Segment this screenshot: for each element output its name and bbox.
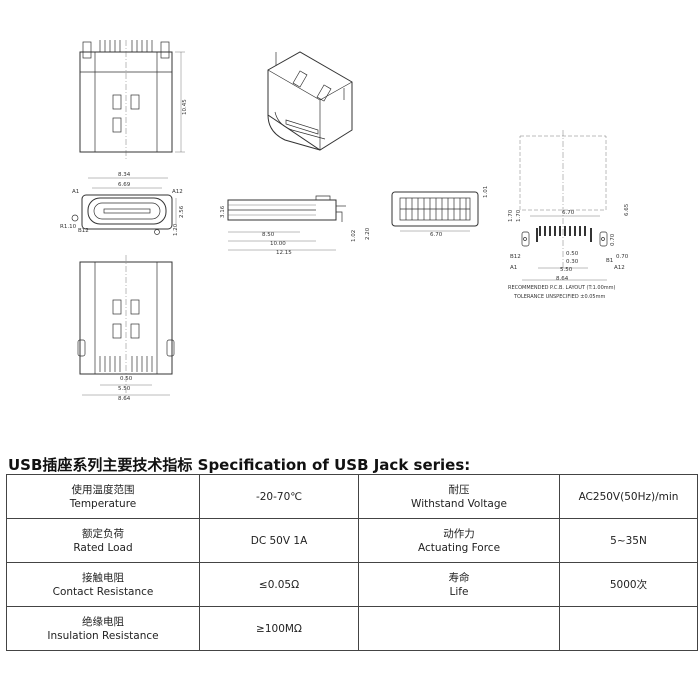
front-radius: R1.10	[60, 224, 77, 230]
param-label-en: Temperature	[69, 497, 137, 510]
end-width: 6.70	[430, 232, 443, 238]
front-width-inner: 6.69	[118, 182, 131, 188]
param-label-zh: 额定负荷	[82, 527, 124, 540]
pcb-span2: 8.64	[556, 276, 569, 282]
param-label-en: Life	[449, 585, 469, 598]
param-label-en: Withstand Voltage	[411, 497, 507, 510]
end-height: 1.01	[483, 186, 489, 198]
param-label-zh: 动作力	[443, 527, 475, 540]
pcb-layout: 6.70 1.70 1.70 6.65 0.70 0.70 0.50 0.30 …	[508, 130, 630, 300]
spec-title: USB插座系列主要技术指标 Specification of USB Jack …	[8, 456, 471, 474]
param-value: ≤0.05Ω	[199, 562, 359, 607]
side-view: 3.16 8.50 10.00 12.15 1.02 2.20	[220, 195, 371, 256]
side-l3: 12.15	[276, 250, 292, 256]
bottom-span2: 8.64	[118, 396, 131, 402]
tolerance-note: TOLERANCE UNSPECIFIED ±0.05mm	[513, 294, 605, 300]
param-label-en: Insulation Resistance	[47, 629, 159, 642]
technical-drawings: 10.45 8.34 6.69 A1 A12 2.56 R1.10 B12 1.…	[60, 40, 630, 402]
pcb-note: RECOMMENDED P.C.B. LAYOUT (T:1.00mm)	[508, 285, 616, 291]
pcb-pitch: 0.50	[566, 251, 579, 257]
param-value: 5~35N	[559, 518, 698, 563]
bottom-span1: 5.50	[118, 386, 131, 392]
pcb-b12: B12	[510, 254, 521, 260]
iso-view	[267, 51, 353, 151]
param-label-zh: 耐压	[448, 483, 470, 496]
pin-b12-label: B12	[78, 228, 89, 234]
param-value: -20-70℃	[199, 474, 359, 519]
pcb-v1: 1.70	[508, 209, 514, 222]
pcb-a1: A1	[510, 265, 517, 271]
bottom-pitch: 0.50	[120, 376, 133, 382]
side-h1: 3.16	[220, 205, 226, 218]
param-label-en: Actuating Force	[417, 541, 501, 554]
param-value: AC250V(50Hz)/min	[559, 474, 698, 519]
param-value: 5000次	[559, 562, 698, 607]
pcb-w1: 6.70	[562, 210, 575, 216]
side-l1: 8.50	[262, 232, 275, 238]
side-h3: 2.20	[365, 227, 371, 240]
pcb-v4: 0.70	[610, 233, 616, 246]
top-view: 10.45	[79, 40, 188, 160]
pcb-pad: 0.30	[566, 259, 579, 265]
param-label	[358, 606, 560, 651]
front-view: 8.34 6.69 A1 A12 2.56 R1.10 B12 1.20	[60, 172, 185, 236]
pcb-v5: 0.70	[616, 254, 629, 260]
pcb-a12: A12	[614, 265, 625, 271]
pcb-b1: B1	[606, 258, 613, 264]
pcb-v3: 6.65	[624, 203, 630, 216]
side-l2: 10.00	[270, 241, 286, 247]
param-value: ≥100MΩ	[199, 606, 359, 651]
pcb-span1: 5.50	[560, 267, 573, 273]
top-height-dim: 10.45	[182, 99, 188, 115]
side-h2: 1.02	[351, 230, 357, 242]
param-label-zh: 寿命	[448, 571, 470, 584]
front-width-outer: 8.34	[118, 172, 131, 178]
pin-a12-label: A12	[172, 189, 183, 195]
param-label-zh: 接触电阻	[82, 571, 124, 584]
bottom-view: 0.50 5.50 8.64	[77, 255, 175, 402]
pin-a1-label: A1	[72, 189, 79, 195]
end-view: 6.70 1.01	[391, 186, 489, 238]
param-value: DC 50V 1A	[199, 518, 359, 563]
param-label-zh: 绝缘电阻	[82, 615, 124, 628]
param-label-en: Contact Resistance	[52, 585, 154, 598]
param-label-zh: 使用温度范围	[71, 483, 135, 496]
front-dim-120: 1.20	[173, 223, 179, 236]
front-height: 2.56	[179, 205, 185, 218]
param-value	[559, 606, 698, 651]
param-label-en: Rated Load	[73, 541, 133, 554]
pcb-v2: 1.70	[516, 209, 522, 222]
